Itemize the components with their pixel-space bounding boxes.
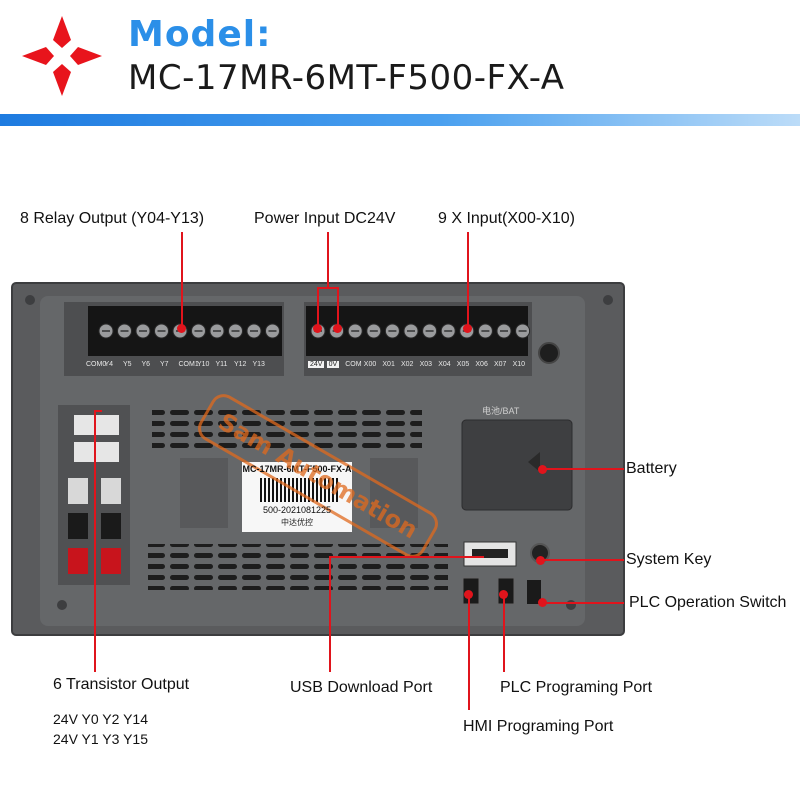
- transistor-output-callout: 6 Transistor Output: [53, 676, 190, 693]
- terminal-label: X02: [401, 361, 414, 368]
- top-vents: [152, 404, 422, 448]
- x-input-callout: 9 X Input(X00-X10): [438, 210, 575, 227]
- model-label: Model:: [128, 14, 272, 55]
- terminal-label: COM: [345, 361, 362, 368]
- bottom-vents: [148, 544, 448, 590]
- terminal-label: COM1: [178, 361, 199, 368]
- battery-callout-line: [542, 468, 624, 470]
- plc-programing-callout: PLC Programing Port: [500, 679, 653, 696]
- terminal-label: Y7: [160, 361, 169, 368]
- usb-callout-line-v: [329, 556, 331, 672]
- terminal-label: 0V: [326, 361, 340, 368]
- hmi-port-callout-line: [468, 594, 470, 710]
- system-key-callout-line: [542, 559, 624, 561]
- terminal-label: Y12: [234, 361, 247, 368]
- terminal-label: X04: [438, 361, 451, 368]
- power-input-callout: Power Input DC24V: [254, 210, 396, 227]
- hmi-programing-callout: HMI Programing Port: [463, 718, 614, 735]
- battery-cover: [461, 419, 573, 511]
- transistor-callout-line: [94, 410, 96, 672]
- device-label-serial: 500-2021081225: [262, 505, 332, 515]
- device-label-model: MC-17MR-6MT-F500-FX-A: [242, 464, 352, 474]
- device-rear-panel: [40, 296, 585, 626]
- plc-port-callout-line: [503, 594, 505, 672]
- terminal-label: 24V: [308, 361, 325, 368]
- battery-callout: Battery: [626, 460, 677, 477]
- terminal-label: X07: [494, 361, 507, 368]
- terminal-label: Y10: [197, 361, 210, 368]
- relay-output-callout: 8 Relay Output (Y04-Y13): [20, 210, 205, 227]
- terminal-label: X01: [382, 361, 395, 368]
- plc-switch-callout: PLC Operation Switch: [629, 594, 787, 611]
- terminal-label: Y6: [141, 361, 151, 368]
- header: Model: MC-17MR-6MT-F500-FX-A: [0, 0, 800, 128]
- terminal-label: Y11: [215, 361, 228, 368]
- terminal-label: COM0: [86, 361, 107, 368]
- terminal-label: Y13: [252, 361, 265, 368]
- header-accent-bar: [0, 114, 800, 126]
- device-label-brand: 中达优控: [281, 518, 313, 527]
- transistor-line-2: 24V Y1 Y3 Y15: [53, 731, 148, 747]
- terminal-label: Y5: [123, 361, 132, 368]
- model-value: MC-17MR-6MT-F500-FX-A: [128, 58, 565, 98]
- input-terminal-screws: [310, 323, 531, 339]
- system-key-callout: System Key: [626, 551, 712, 568]
- terminal-label: X10: [512, 361, 526, 368]
- relay-callout-dot: [177, 324, 186, 333]
- plc-switch-callout-line: [542, 602, 624, 604]
- bat-label: 电池/BAT: [482, 406, 520, 416]
- red-diamond-star-logo-icon: [22, 16, 102, 96]
- transistor-line-1: 24V Y0 Y2 Y14: [53, 711, 148, 727]
- relay-terminal-screws: [98, 323, 280, 339]
- terminal-label: Y4: [104, 361, 114, 368]
- terminal-label: X03: [419, 361, 433, 368]
- usb-callout-line-h: [329, 556, 484, 558]
- usb-download-callout: USB Download Port: [290, 679, 433, 696]
- power-callout-line: [327, 232, 329, 288]
- terminal-label: X05: [456, 361, 470, 368]
- relay-callout-line: [181, 232, 183, 328]
- terminal-label: X00: [363, 361, 377, 368]
- terminal-label: X06: [475, 361, 488, 368]
- input-callout-line: [467, 232, 469, 328]
